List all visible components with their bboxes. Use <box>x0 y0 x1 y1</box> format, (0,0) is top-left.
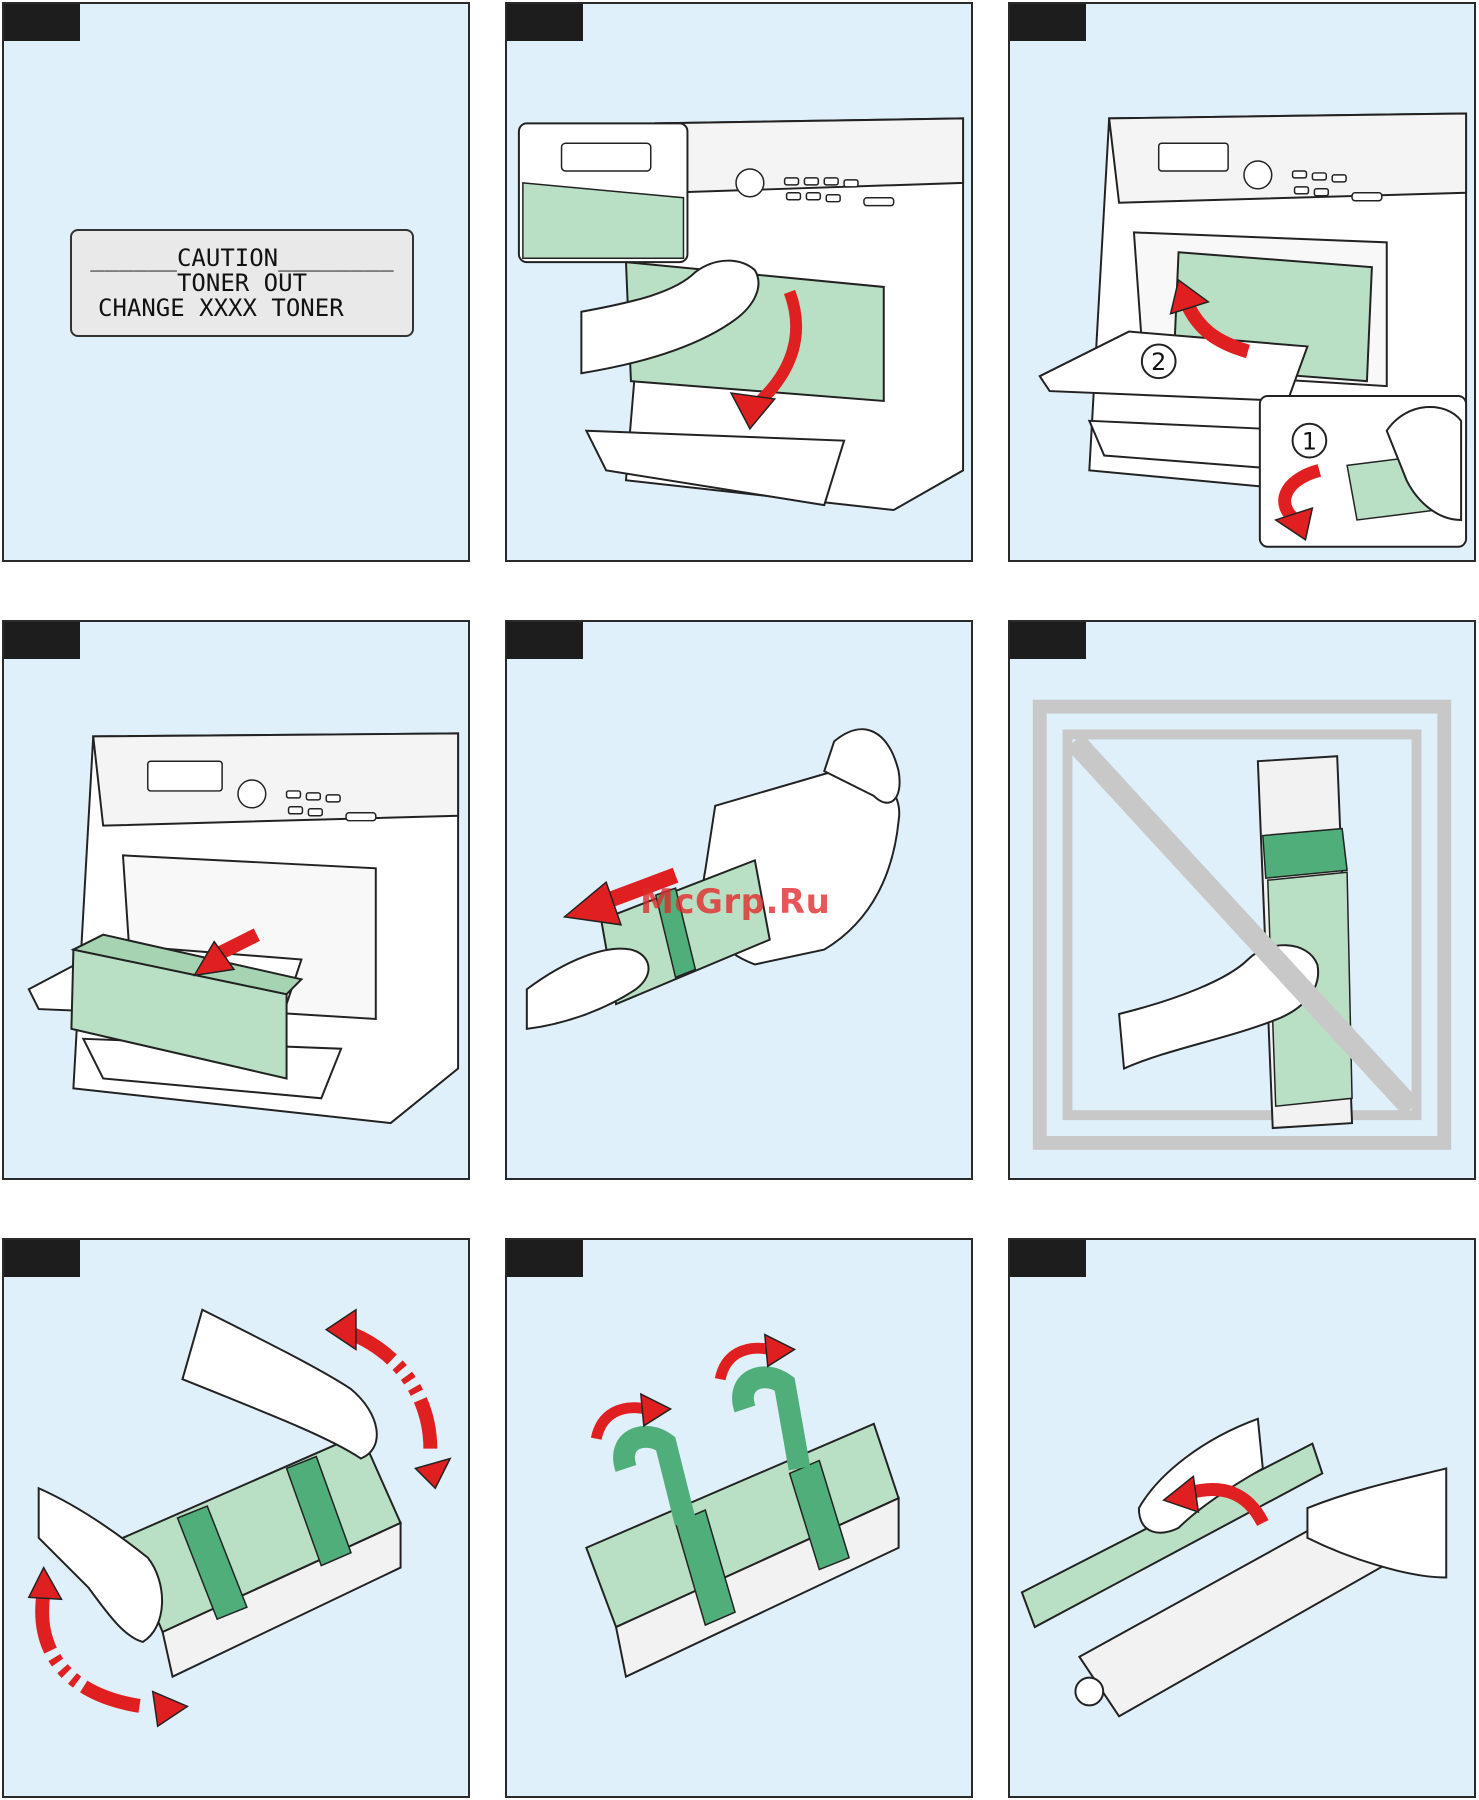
do-not-stand-upright-illustration <box>1010 622 1474 1178</box>
step-panel-1: ______CAUTION________ TONER OUT CHANGE X… <box>2 2 470 562</box>
step-panel-7 <box>2 1238 470 1798</box>
step-panel-3: 2 1 <box>1008 2 1476 562</box>
open-front-cover-illustration <box>507 4 971 560</box>
remove-protective-cover-illustration <box>1010 1240 1474 1796</box>
callout-2: 2 <box>1151 348 1166 376</box>
step-number-tab <box>4 4 80 41</box>
step-panel-6 <box>1008 620 1476 1180</box>
display-line-caution: ______CAUTION________ <box>86 246 398 271</box>
step-panel-2 <box>505 2 973 562</box>
remove-tape-illustration <box>507 1240 971 1796</box>
callout-1: 1 <box>1302 428 1317 456</box>
step-panel-9 <box>1008 1238 1476 1798</box>
display-line-toner-out: TONER OUT <box>86 271 398 296</box>
release-and-raise-lever-illustration: 2 1 <box>1010 4 1474 560</box>
shake-unit-illustration <box>4 1240 468 1796</box>
remove-imaging-unit-illustration <box>4 622 468 1178</box>
step-panel-8 <box>505 1238 973 1798</box>
watermark: McGrp.Ru <box>640 882 830 922</box>
step-panel-4 <box>2 620 470 1180</box>
control-panel-display: ______CAUTION________ TONER OUT CHANGE X… <box>70 229 414 337</box>
display-line-change-toner: CHANGE XXXX TONER <box>86 296 398 321</box>
